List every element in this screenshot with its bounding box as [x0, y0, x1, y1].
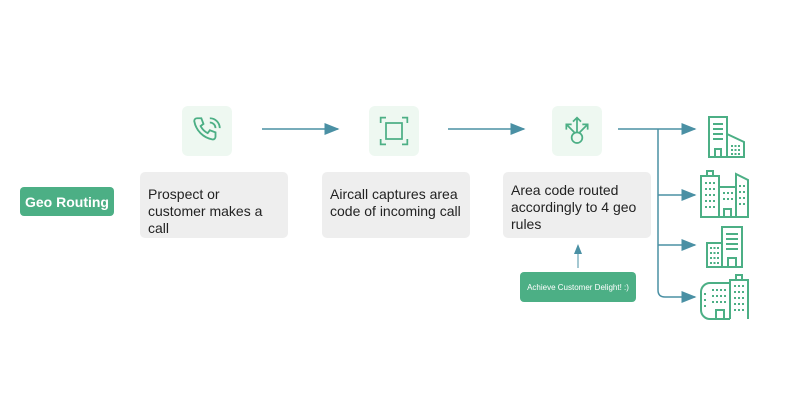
- step-1-text: Prospect or customer makes a call: [140, 172, 288, 238]
- building-icon-2: [700, 170, 750, 223]
- arrow-branch-trunk: [657, 129, 697, 303]
- phone-call-icon: [182, 106, 232, 156]
- building-icon-4: [700, 272, 752, 325]
- building-icon-3: [706, 226, 744, 273]
- step-2-text: Aircall captures area code of incoming c…: [322, 172, 470, 238]
- building-icon-1: [708, 116, 748, 163]
- customer-delight-badge: Achieve Customer Delight! :): [520, 272, 636, 302]
- step-3-text: Area code routed accordingly to 4 geo ru…: [503, 172, 651, 238]
- capture-frame-icon: [369, 106, 419, 156]
- geo-routing-badge: Geo Routing: [20, 187, 114, 216]
- routing-split-icon: [552, 106, 602, 156]
